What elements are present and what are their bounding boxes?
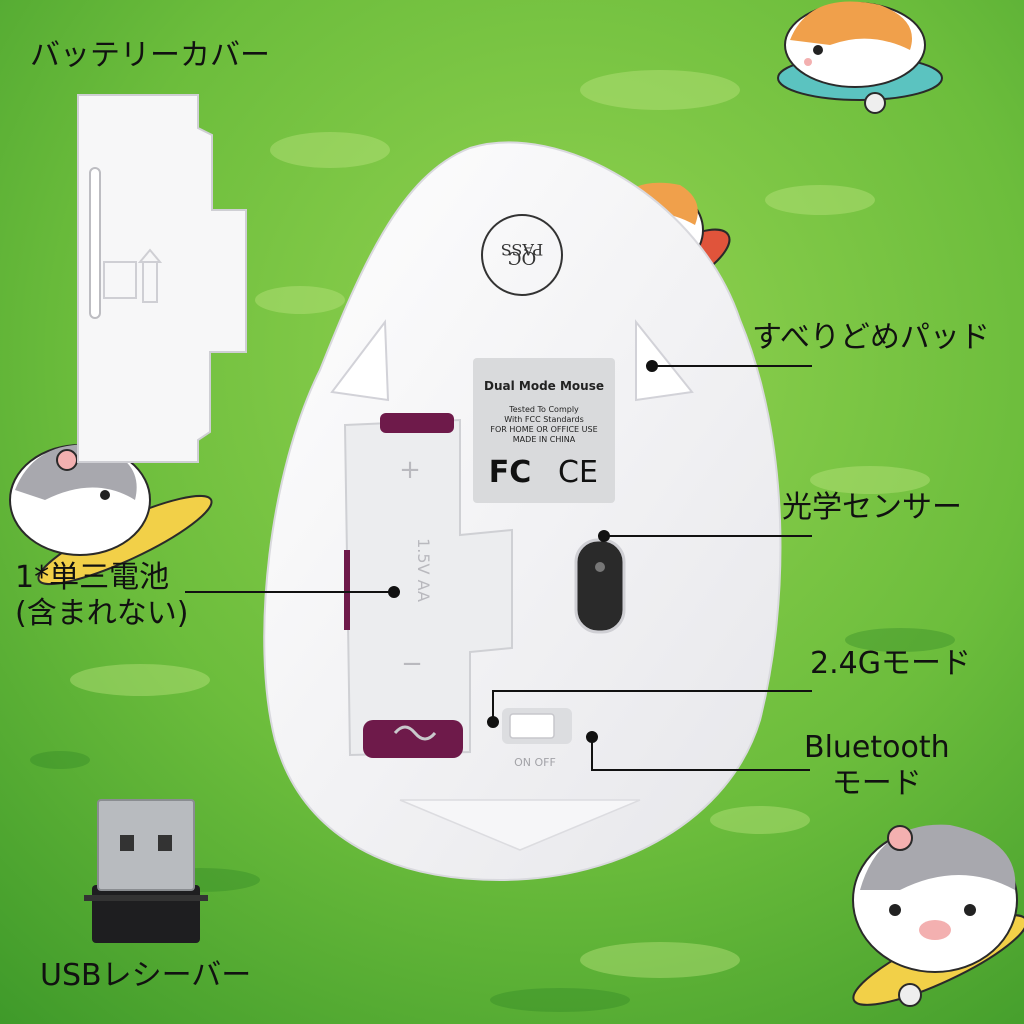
usb-receiver-label: USBレシーバー xyxy=(40,958,252,993)
label-line3: FOR HOME OR OFFICE USE xyxy=(490,425,597,434)
ce-mark: CE xyxy=(558,455,598,490)
optical-sensor xyxy=(574,538,626,634)
battery-cover xyxy=(77,94,247,463)
label-line1: Tested To Comply xyxy=(508,405,579,414)
mode-24g-label: 2.4Gモード xyxy=(810,646,971,681)
switch-marking: ON OFF xyxy=(514,756,556,769)
label-line2: With FCC Standards xyxy=(504,415,584,424)
battery-spec-marking: 1.5V AA xyxy=(414,538,433,602)
anti-slip-pad-label: すべりどめパッド xyxy=(752,320,990,355)
callout-lines xyxy=(185,360,812,771)
grass-texture xyxy=(70,70,930,978)
hamster-skateboard-icon xyxy=(777,1,943,114)
compliance-label: Dual Mode Mouse Tested To Comply With FC… xyxy=(473,358,615,503)
qc-pass-stamp: QC PASS xyxy=(481,214,563,296)
hamster-skateboard-icon xyxy=(852,824,1024,1007)
bluetooth-mode-label: Bluetooth モード xyxy=(804,730,950,802)
bluetooth-label-line1: Bluetooth xyxy=(804,730,950,765)
battery-plus-mark: + xyxy=(399,455,421,485)
anti-slip-pad-right xyxy=(635,319,694,402)
battery-minus-mark: − xyxy=(401,649,423,679)
qc-stamp-top: QC xyxy=(508,247,537,268)
battery-compartment: + − 1.5V AA xyxy=(343,413,513,758)
optical-sensor-label: 光学センサー xyxy=(782,490,962,525)
fcc-mark: FC xyxy=(489,455,532,490)
label-line4: MADE IN CHINA xyxy=(513,435,576,444)
usb-plug-icon xyxy=(84,799,208,943)
mode-switch: ON OFF xyxy=(502,708,572,769)
label-title: Dual Mode Mouse xyxy=(484,379,604,393)
battery-label-line1: 1*単三電池 xyxy=(15,560,170,595)
battery-label: 1*単三電池 (含まれない) xyxy=(15,560,188,632)
qc-stamp-bottom: PASS xyxy=(501,240,544,259)
battery-cover-label: バッテリーカバー xyxy=(30,38,270,73)
anti-slip-pad-left xyxy=(330,319,390,402)
battery-label-line2: (含まれない) xyxy=(15,596,189,631)
bluetooth-label-line2: モード xyxy=(831,766,922,801)
